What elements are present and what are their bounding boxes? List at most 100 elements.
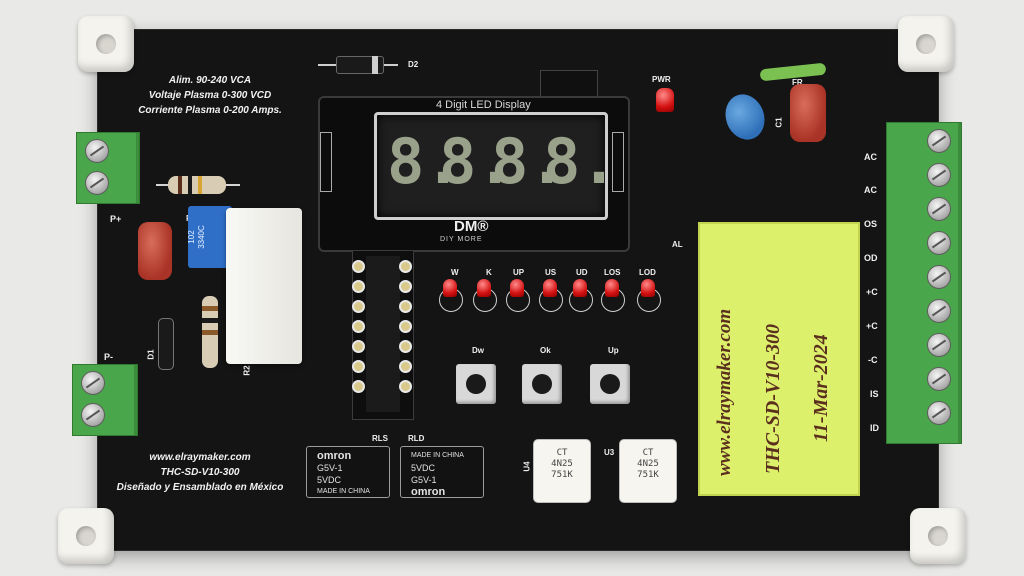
display-brand: DM® <box>454 218 489 235</box>
standoff-top-left <box>78 16 134 72</box>
opto-line: 4N25 <box>551 459 573 469</box>
relay-rls: omron G5V-1 5VDC MADE IN CHINA <box>306 446 390 498</box>
down-button[interactable] <box>456 364 496 404</box>
display-brand-sub: DIY MORE <box>440 236 483 243</box>
button-label: Up <box>608 346 619 355</box>
up-button[interactable] <box>590 364 630 404</box>
label-pwr: PWR <box>652 75 671 84</box>
ok-button[interactable] <box>522 364 562 404</box>
status-led <box>641 279 655 297</box>
footer-line: THC-SD-V10-300 <box>160 467 240 478</box>
led-label: W <box>451 268 459 277</box>
led-label: LOD <box>639 268 656 277</box>
opto-line: 751K <box>637 470 659 480</box>
pwr-led <box>656 88 674 112</box>
opto-line: CT <box>642 448 654 458</box>
display-right-pins <box>612 132 624 192</box>
ic-pad <box>401 382 410 391</box>
led-label: UD <box>576 268 588 277</box>
button-label: Ok <box>540 346 551 355</box>
ic-pad <box>354 362 363 371</box>
footer-text: www.elraymaker.com THC-SD-V10-300 Diseña… <box>110 450 290 495</box>
label-al: AL <box>672 240 683 249</box>
standoff-top-right <box>898 16 954 72</box>
ic-pad <box>354 322 363 331</box>
standoff-bottom-right <box>910 508 966 564</box>
terminal-block-right <box>886 122 962 444</box>
relay-model: G5V-1 <box>411 475 437 485</box>
terminal-label: ID <box>870 423 879 433</box>
terminal-label: -C <box>868 355 878 365</box>
label-d2: D2 <box>408 60 419 69</box>
optocoupler-u3: CT 4N25 751K <box>620 440 676 502</box>
label-u3: U3 <box>604 448 615 457</box>
resistor-vertical <box>202 296 218 368</box>
label-rls: RLS <box>372 434 388 443</box>
sticker-line: www.elraymaker.com <box>714 308 735 476</box>
ic-pad <box>401 342 410 351</box>
screw-icon <box>927 231 951 255</box>
ic-pad <box>401 322 410 331</box>
display-digit: 8. <box>543 125 618 198</box>
terminal-block-plasma-plus <box>76 132 140 204</box>
diode-d1 <box>158 318 174 370</box>
screw-icon <box>927 265 951 289</box>
terminal-label: +C <box>866 287 878 297</box>
led-label: K <box>486 268 492 277</box>
screw-icon <box>927 367 951 391</box>
optocoupler-u4: CT 4N25 751K <box>534 440 590 502</box>
terminal-label: IS <box>870 389 879 399</box>
label-p-minus: P- <box>104 352 113 362</box>
led-label: LOS <box>604 268 621 277</box>
capacitor-left <box>138 222 172 280</box>
ic-body <box>366 256 400 412</box>
ic-pad <box>401 282 410 291</box>
capacitor-c1 <box>790 84 826 142</box>
label-fr: FR <box>792 78 803 87</box>
status-led <box>510 279 524 297</box>
relay-origin: MADE IN CHINA <box>411 452 464 459</box>
label-c1: C1 <box>774 117 784 128</box>
screw-icon <box>927 197 951 221</box>
button-label: Dw <box>472 346 484 355</box>
label-rld: RLD <box>408 434 425 443</box>
power-resistor <box>226 208 302 364</box>
standoff-bottom-left <box>58 508 114 564</box>
terminal-label: +C <box>866 321 878 331</box>
spec-line: Voltaje Plasma 0-300 VCD <box>148 90 272 101</box>
pot-line: 3340C <box>197 225 206 249</box>
relay-origin: MADE IN CHINA <box>317 488 370 495</box>
status-led <box>477 279 491 297</box>
ic-pad <box>354 282 363 291</box>
ic-pad <box>354 342 363 351</box>
screw-icon <box>85 139 109 163</box>
terminal-label: AC <box>864 185 877 195</box>
led-label: UP <box>513 268 525 277</box>
terminal-block-plasma-minus <box>72 364 138 436</box>
trim-potentiometer: 102 3340C <box>187 206 232 268</box>
screw-icon <box>81 371 105 395</box>
screw-icon <box>927 129 951 153</box>
label-sticker: www.elraymaker.com THC-SD-V10-300 11-Mar… <box>698 222 860 496</box>
pot-line: 102 <box>187 230 196 244</box>
opto-line: 751K <box>551 470 573 480</box>
ic-pad <box>354 382 363 391</box>
relay-brand: omron <box>317 450 352 462</box>
screw-icon <box>927 333 951 357</box>
status-led <box>443 279 457 297</box>
opto-text: CT 4N25 751K <box>534 440 590 481</box>
label-d1: D1 <box>146 349 156 360</box>
terminal-label: OS <box>864 219 878 229</box>
footer-line: Diseñado y Ensamblado en México <box>116 482 284 493</box>
relay-spec: 5VDC <box>317 475 342 485</box>
display-left-pins <box>320 132 332 192</box>
diode-d2-band <box>372 56 378 74</box>
resistor-r <box>168 176 226 194</box>
led-label: US <box>545 268 557 277</box>
relay-rld: MADE IN CHINA 5VDC G5V-1 omron <box>400 446 484 498</box>
screw-icon <box>85 171 109 195</box>
ic-pad <box>354 302 363 311</box>
label-p-plus: P+ <box>110 214 122 224</box>
display-title: 4 Digit LED Display <box>436 99 531 111</box>
display-digit: 8. <box>491 125 566 198</box>
